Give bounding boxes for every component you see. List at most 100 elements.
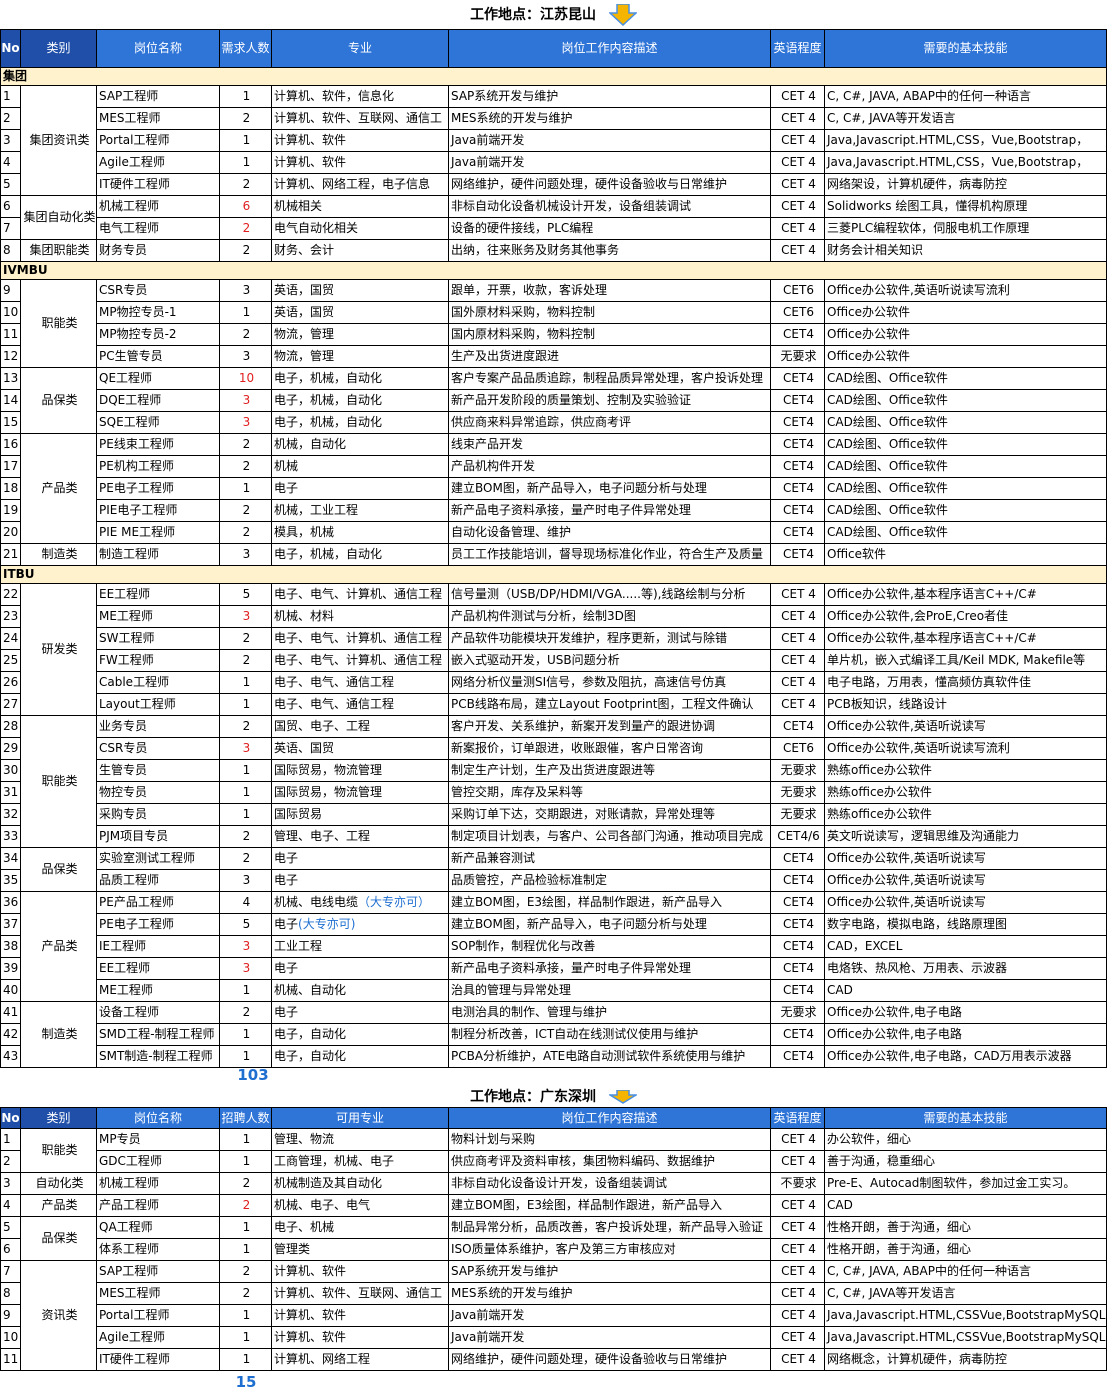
major: 电子、电气、计算机、通信工程	[271, 583, 449, 606]
row-no: 43	[0, 1045, 21, 1068]
category-cell: 品保类	[20, 1216, 97, 1261]
row-no: 24	[0, 627, 21, 650]
basic-skills: CAD，EXCEL	[824, 935, 1107, 958]
job-description: MES系统的开发与维护	[448, 107, 771, 130]
cell-text: 3	[3, 1176, 11, 1190]
cell-text: CAD绘图、Office软件	[827, 481, 948, 495]
cell-text: SMD工程-制程工程师	[99, 1027, 215, 1041]
major: 管理、物流	[271, 1128, 449, 1151]
basic-skills: 性格开朗，善于沟通，细心	[824, 1238, 1107, 1261]
row-no: 34	[0, 847, 21, 870]
cell-text: 设备工程师	[99, 1005, 160, 1019]
cell-text: 集团	[3, 69, 28, 83]
job-description: 新产品电子资料承接，量产时电子件异常处理	[448, 957, 771, 980]
job-description: SAP系统开发与维护	[448, 85, 771, 108]
headcount: 1	[219, 1128, 272, 1151]
cell-text: 电子、电气、通信工程	[274, 697, 395, 711]
cell-text: 电子、电气、通信工程	[274, 675, 395, 689]
row-no: 18	[0, 477, 21, 500]
cell-text: 电子、机械	[274, 1220, 335, 1234]
headcount: 1	[219, 803, 272, 826]
headcount: 1	[219, 85, 272, 108]
category-cell: 集团资讯类	[20, 85, 97, 196]
headcount: 2	[219, 1194, 272, 1217]
basic-skills: C, C#, JAVA等开发语言	[824, 1282, 1107, 1305]
position-name: Layout工程师	[96, 693, 220, 716]
headcount: 1	[219, 671, 272, 694]
english-level: CET4	[770, 913, 825, 936]
row-no: 7	[0, 1260, 21, 1283]
cell-text: 10	[238, 371, 255, 385]
job-description: 设备的硬件接线，PLC编程	[448, 217, 771, 240]
major: 财务、会计	[271, 239, 449, 262]
basic-skills: Java,Javascript.HTML,CSS，Vue,Bootstrap，	[824, 129, 1107, 152]
cell-text: Office办公软件,英语听说读写	[827, 873, 986, 887]
job-description: 客户专案产品品质追踪，制程品质异常处理，客户投诉处理	[448, 367, 771, 390]
cell-text: 品保类	[41, 1231, 78, 1245]
cell-text: 英语，国贸	[274, 305, 335, 319]
major: 工商管理，机械、电子	[271, 1150, 449, 1173]
cell-text: Office办公软件	[827, 305, 911, 319]
cell-text: 3	[242, 741, 251, 755]
cell-text: 电气自动化相关	[274, 221, 359, 235]
headcount: 2	[219, 239, 272, 262]
column-header: 岗位工作内容描述	[448, 1107, 771, 1129]
english-level: CET 4	[770, 85, 825, 108]
major: 国贸、电子、工程	[271, 715, 449, 738]
english-level: CET 4	[770, 1282, 825, 1305]
cell-text: CET4	[783, 719, 814, 733]
english-level: CET 4	[770, 217, 825, 240]
position-name: QA工程师	[96, 1216, 220, 1239]
arrow-down-icon	[608, 4, 637, 26]
column-header: No	[0, 1107, 21, 1129]
cell-text: 熟练office办公软件	[827, 785, 932, 799]
cell-text: 1	[242, 155, 251, 169]
job-description: 治具的管理与异常处理	[448, 979, 771, 1002]
cell-text: 财务专员	[99, 243, 148, 257]
job-description: 员工工作技能培训，督导现场标准化作业，符合生产及质量	[448, 543, 771, 566]
headcount: 3	[219, 935, 272, 958]
row-no: 26	[0, 671, 21, 694]
cell-text: CET 4	[781, 587, 816, 601]
english-level: CET 4	[770, 1260, 825, 1283]
cell-text: 品保类	[41, 393, 78, 407]
cell-text: 机械、电子、电气	[274, 1198, 371, 1212]
cell-text: 办公软件，细心	[827, 1132, 912, 1146]
cell-text: 2	[242, 503, 251, 517]
job-description: 国内原材料采购，物料控制	[448, 323, 771, 346]
cell-text: 电子	[274, 481, 299, 495]
cell-text: 1	[242, 1220, 251, 1234]
basic-skills: Office办公软件,英语听说读写流利	[824, 279, 1107, 302]
cell-text: 4	[3, 155, 11, 169]
english-level: CET4	[770, 847, 825, 870]
cell-text: EE工程师	[99, 587, 151, 601]
position-name: EE工程师	[96, 957, 220, 980]
basic-skills: Office办公软件,英语听说读写流利	[824, 737, 1107, 760]
position-name: 物控专员	[96, 781, 220, 804]
headcount: 3	[219, 279, 272, 302]
basic-skills: Office办公软件	[824, 345, 1107, 368]
category-cell: 职能类	[20, 715, 97, 848]
row-no: 4	[0, 151, 21, 174]
cell-text: 国际贸易，物流管理	[274, 785, 383, 799]
cell-text: 电子、电气、计算机、通信工程	[274, 587, 443, 601]
headcount: 1	[219, 979, 272, 1002]
major: 电子，机械，自动化	[271, 389, 449, 412]
cell-text: 5	[3, 1220, 11, 1234]
position-name: 设备工程师	[96, 1001, 220, 1024]
cell-text: 网络概念，计算机硬件，病毒防控	[827, 1352, 1008, 1366]
cell-text: 产品工程师	[99, 1198, 160, 1212]
shenzhen-title: 工作地点：广东深圳	[470, 1089, 597, 1105]
cell-text: 网络维护，硬件问题处理，硬件设备验收与日常维护	[451, 177, 728, 191]
cell-text: CET 4	[781, 1330, 816, 1344]
cell-text: SQE工程师	[99, 415, 160, 429]
cell-text: 职能类	[41, 774, 78, 788]
